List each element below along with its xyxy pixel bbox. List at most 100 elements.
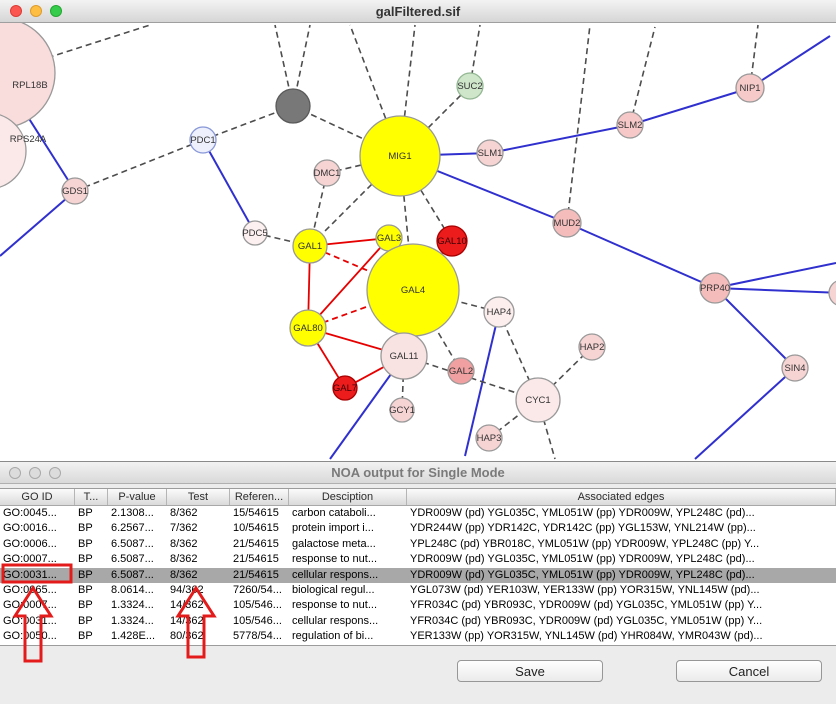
node-GAL7[interactable] bbox=[332, 375, 358, 401]
zoom-button[interactable] bbox=[50, 5, 62, 17]
minimize-button[interactable] bbox=[30, 5, 42, 17]
save-button[interactable]: Save bbox=[457, 660, 603, 682]
node-GAL1[interactable] bbox=[292, 228, 328, 264]
close-button[interactable] bbox=[10, 5, 22, 17]
node-label-GAL7: GAL7 bbox=[333, 383, 357, 394]
table-cell: GO:0007... bbox=[3, 599, 57, 612]
table-cell: GO:0016... bbox=[3, 522, 57, 535]
node-SIN4[interactable] bbox=[781, 354, 809, 382]
edge-slm2-nip1 bbox=[629, 87, 751, 126]
table-cell: 7/362 bbox=[170, 522, 198, 535]
edge-rpl18b-tl1 bbox=[0, 24, 151, 74]
table-cell: BP bbox=[78, 614, 93, 627]
zoom-button[interactable] bbox=[49, 467, 61, 479]
node-PDC1[interactable] bbox=[189, 126, 217, 154]
column-header-t[interactable]: T... bbox=[75, 489, 108, 505]
table-cell: 6.5087... bbox=[111, 568, 154, 581]
minimize-button[interactable] bbox=[29, 467, 41, 479]
table-cell: 6.2567... bbox=[111, 522, 154, 535]
node-GAL11[interactable] bbox=[380, 332, 428, 380]
edge-mig1-gal10 bbox=[399, 155, 453, 242]
node-DMC1[interactable] bbox=[313, 159, 341, 187]
table-cell: 21/54615 bbox=[233, 568, 279, 581]
node-label-GAL4: GAL4 bbox=[401, 285, 425, 296]
table-cell: protein import i... bbox=[292, 522, 374, 535]
node-SLM1[interactable] bbox=[476, 139, 504, 167]
table-cell: 5778/54... bbox=[233, 630, 282, 643]
node-GDS1[interactable] bbox=[61, 177, 89, 205]
node-GAL80[interactable] bbox=[289, 309, 327, 347]
column-header-referen[interactable]: Referen... bbox=[230, 489, 289, 505]
node-NIP1[interactable] bbox=[735, 73, 765, 103]
table-row[interactable]: GO:0031... BP 6.5087... 8/362 21/54615 cellul… bbox=[0, 567, 836, 583]
node-label-SIN4: SIN4 bbox=[784, 363, 805, 374]
node-SLM2[interactable] bbox=[616, 111, 644, 139]
node-GAL2[interactable] bbox=[447, 357, 475, 385]
table-cell: GO:0006... bbox=[3, 537, 57, 550]
node-RPL18B[interactable] bbox=[0, 23, 56, 129]
table-cell: 21/54615 bbox=[233, 553, 279, 566]
cancel-button[interactable]: Cancel bbox=[676, 660, 822, 682]
table-cell: 6.5087... bbox=[111, 537, 154, 550]
node-MUD2[interactable] bbox=[552, 208, 582, 238]
table-cell: 6.5087... bbox=[111, 553, 154, 566]
node-HAP4[interactable] bbox=[483, 296, 515, 328]
node-HAP3[interactable] bbox=[475, 424, 503, 452]
node-gray[interactable] bbox=[275, 88, 311, 124]
node-label-RPL18B: RPL18B bbox=[12, 80, 47, 91]
edge-gal80-gal3 bbox=[307, 237, 390, 329]
table-cell: 8/362 bbox=[170, 568, 198, 581]
node-GAL10[interactable] bbox=[436, 225, 468, 257]
column-header-go-id[interactable]: GO ID bbox=[0, 489, 75, 505]
table-cell: cellular respons... bbox=[292, 568, 379, 581]
table-cell: 1.3324... bbox=[111, 599, 154, 612]
node-label-NIP1: NIP1 bbox=[739, 83, 760, 94]
node-CYC1[interactable] bbox=[515, 377, 561, 423]
node-label-HAP4: HAP4 bbox=[487, 307, 512, 318]
edge-slm2-t7 bbox=[629, 26, 656, 126]
node-PRP40[interactable] bbox=[699, 272, 731, 304]
column-header-associated-edges[interactable]: Associated edges bbox=[407, 489, 836, 505]
table-cell: YFR034C (pd) YBR093C, YDR009W (pd) YGL03… bbox=[410, 614, 763, 627]
network-canvas[interactable]: RPL18BRPS24AGDS1PDC1DMC1MIG1SUC2SLM1SLM2… bbox=[0, 23, 836, 461]
column-header-test[interactable]: Test bbox=[167, 489, 230, 505]
table-cell: 21/54615 bbox=[233, 537, 279, 550]
close-button[interactable] bbox=[9, 467, 21, 479]
table-cell: regulation of bi... bbox=[292, 630, 374, 643]
edge-gds1-pdc1 bbox=[74, 139, 204, 192]
table-cell: BP bbox=[78, 568, 93, 581]
node-SUC2[interactable] bbox=[456, 72, 484, 100]
node-GCY1[interactable] bbox=[389, 397, 415, 423]
edge-hap4-b2 bbox=[464, 311, 500, 457]
table-cell: 1.3324... bbox=[111, 614, 154, 627]
table-cell: GO:0031... bbox=[3, 568, 57, 581]
node-HAP2[interactable] bbox=[578, 333, 606, 361]
node-PDC5[interactable] bbox=[242, 220, 268, 246]
node-RPS24A[interactable] bbox=[0, 113, 27, 189]
table-cell: carbon cataboli... bbox=[292, 507, 376, 519]
node-label-HAP3: HAP3 bbox=[477, 433, 502, 444]
table-cell: 10/54615 bbox=[233, 522, 279, 535]
noa-window-titlebar: NOA output for Single Mode bbox=[0, 462, 836, 484]
node-MIG1[interactable] bbox=[359, 115, 441, 197]
column-header-desciption[interactable]: Desciption bbox=[289, 489, 407, 505]
edge-slm1-slm2 bbox=[489, 124, 631, 154]
node-mr[interactable] bbox=[828, 280, 836, 306]
table-cell: 105/546... bbox=[233, 614, 282, 627]
column-header-pvalue[interactable]: P-value bbox=[108, 489, 167, 505]
table-cell: GO:0065... bbox=[3, 583, 57, 596]
table-cell: BP bbox=[78, 583, 93, 596]
node-label-SLM2: SLM2 bbox=[618, 120, 643, 131]
table-cell: 15/54615 bbox=[233, 507, 279, 519]
